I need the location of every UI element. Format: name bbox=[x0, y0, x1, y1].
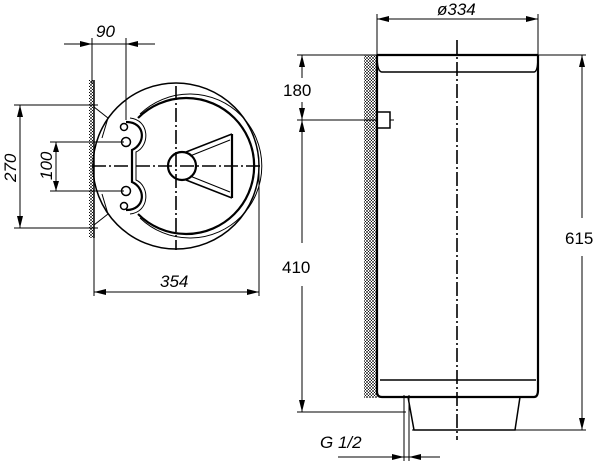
dim-outlet-to-bottom: 410 bbox=[282, 258, 310, 277]
wall-hatch bbox=[89, 80, 94, 238]
dim-hole-spacing: 100 bbox=[37, 151, 56, 180]
dim-top-to-outlet: 180 bbox=[283, 81, 311, 100]
dim-total-height: 615 bbox=[565, 229, 593, 248]
dim-bracket-offset: 90 bbox=[96, 22, 115, 41]
bottom-skirt bbox=[407, 396, 521, 431]
dim-pipe-thread: G 1/2 bbox=[320, 433, 362, 452]
side-wall-hatch bbox=[364, 55, 377, 398]
tank-body bbox=[375, 55, 540, 399]
dim-total-depth: 354 bbox=[160, 272, 188, 291]
side-view: G 1/2 ø334 180 410 615 bbox=[282, 0, 593, 461]
top-view: 90 270 100 354 bbox=[1, 22, 263, 296]
dim-diameter: ø334 bbox=[437, 0, 476, 19]
side-outlet bbox=[376, 111, 391, 129]
dim-mount-height: 270 bbox=[1, 153, 20, 183]
